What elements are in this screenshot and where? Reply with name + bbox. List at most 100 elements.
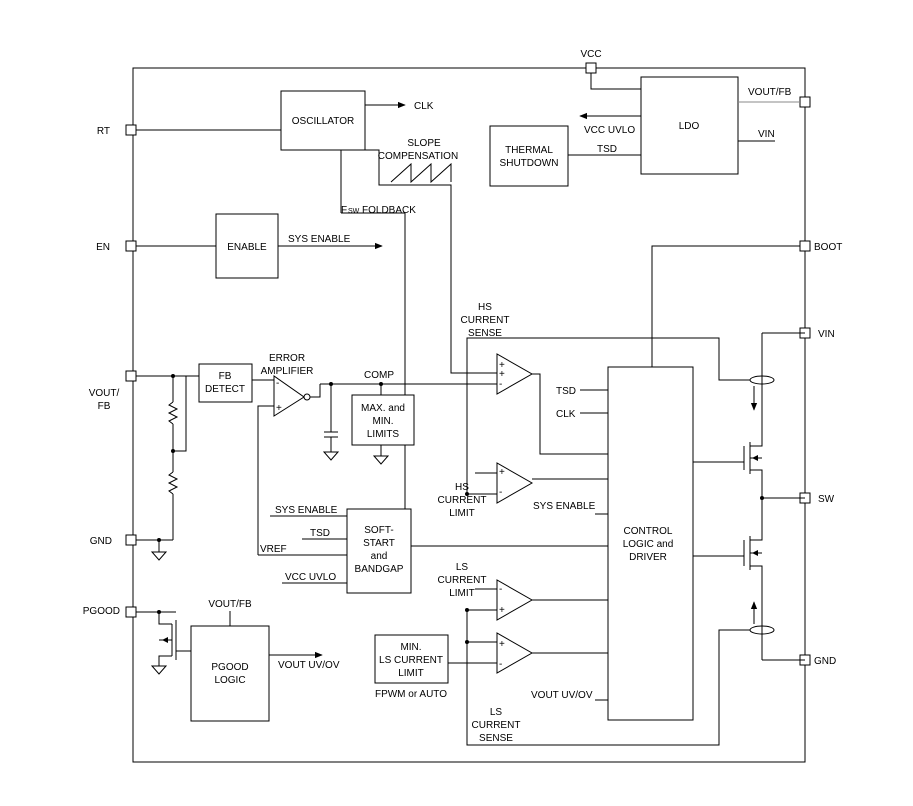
control-label-1: CONTROL: [624, 526, 673, 537]
error-amp-label-1: ERROR: [269, 353, 305, 364]
hs-limit-label-2: CURRENT: [438, 495, 487, 506]
control-label-3: DRIVER: [629, 552, 667, 563]
fb-detect-label-2: DETECT: [205, 384, 245, 395]
pin-gnd-right[interactable]: GND: [799, 654, 836, 667]
fsw-f: F: [341, 205, 347, 216]
ls-min-comparator: [496, 632, 534, 674]
fb-detect-block: [198, 363, 253, 403]
tsd-ctrl-label: TSD: [556, 386, 576, 397]
ls-sense-label-1: LS: [490, 707, 503, 718]
ground-icon: [150, 665, 168, 675]
ground-icon: [372, 455, 390, 465]
fsw-sub: SW: [348, 208, 360, 215]
control-logic-block: [607, 366, 694, 721]
vout-fb-pgood-label: VOUT/FB: [208, 599, 252, 610]
svg-text:+: +: [499, 360, 505, 371]
pin-vout-fb-label-1: VOUT/: [89, 388, 120, 399]
pin-gnd-left[interactable]: GND: [90, 534, 137, 547]
vout-uvov-out-label: VOUT UV/OV: [278, 660, 340, 671]
slope-label-2: COMPENSATION: [378, 151, 458, 162]
ground-icon: [322, 451, 340, 461]
ground-icon: [150, 551, 168, 561]
ls-limit-label-1: LS: [456, 562, 469, 573]
ss-label-1: SOFT-: [364, 525, 393, 536]
min-ls-label-3: LIMIT: [398, 668, 424, 679]
resistor-lower: [167, 471, 179, 495]
limits-label-1: MAX. and: [361, 403, 405, 414]
hs-sense-label-3: SENSE: [468, 328, 502, 339]
chip-outline: [132, 67, 806, 763]
hs-sense-label-1: HS: [478, 302, 492, 313]
min-ls-label-1: MIN.: [400, 642, 421, 653]
vref-label: VREF: [260, 544, 287, 555]
svg-text:-: -: [499, 379, 502, 390]
hs-limit-label-1: HS: [455, 482, 469, 493]
ls-limit-label-2: CURRENT: [438, 575, 487, 586]
pin-vcc[interactable]: VCC: [580, 49, 602, 74]
limits-label-3: LIMITS: [367, 429, 400, 440]
pin-gnd-left-label: GND: [90, 536, 112, 547]
sawtooth-icon: [390, 162, 452, 184]
sys-enable-top-label: SYS ENABLE: [288, 234, 351, 245]
hs-pwm-comparator: [496, 353, 534, 395]
fb-detect-label-1: FB: [219, 371, 232, 382]
fpwm-label: FPWM or AUTO: [375, 689, 447, 700]
pin-sw[interactable]: SW: [799, 492, 835, 505]
oscillator-block: [280, 90, 366, 151]
vcc-uvlo-ldo-label: VCC UVLO: [584, 125, 635, 136]
control-label-2: LOGIC and: [623, 539, 674, 550]
pin-pgood-label: PGOOD: [83, 606, 120, 617]
pin-vout-fb-right[interactable]: VOUT/FB: [748, 87, 811, 108]
pin-vout-fb[interactable]: VOUT/ FB: [89, 370, 137, 412]
pin-vout-fb-label-2: FB: [98, 401, 111, 412]
clk-out-label: CLK: [414, 101, 434, 112]
pin-vout-fb-right-label: VOUT/FB: [748, 87, 792, 98]
pgood-logic-label-2: LOGIC: [214, 675, 245, 686]
limits-label-2: MIN.: [372, 416, 393, 427]
thermal-label-1: THERMAL: [505, 145, 553, 156]
pin-boot[interactable]: BOOT: [799, 240, 842, 253]
pin-gnd-right-label: GND: [814, 656, 836, 667]
thermal-label-2: SHUTDOWN: [500, 158, 559, 169]
pin-pgood[interactable]: PGOOD: [83, 606, 137, 618]
svg-text:-: -: [276, 378, 279, 389]
pin-vcc-label: VCC: [580, 49, 601, 60]
ss-label-3: and: [371, 551, 388, 562]
svg-text:+: +: [276, 403, 282, 414]
pin-en[interactable]: EN: [96, 240, 137, 253]
svg-text:+: +: [499, 639, 505, 650]
hs-sense-label-2: CURRENT: [461, 315, 510, 326]
vout-uvov-ctrl-label: VOUT UV/OV: [531, 690, 593, 701]
enable-label: ENABLE: [227, 242, 267, 253]
pin-vin-label: VIN: [818, 329, 835, 340]
pin-rt-label: RT: [97, 126, 110, 137]
pin-en-label: EN: [96, 242, 110, 253]
pgood-logic-label-1: PGOOD: [211, 662, 248, 673]
hs-current-sense-icon: [749, 375, 775, 385]
svg-text:-: -: [499, 584, 502, 595]
vin-ldo-label: VIN: [758, 129, 775, 140]
clk-ctrl-label: CLK: [556, 409, 576, 420]
min-ls-limit-block: [374, 634, 449, 684]
ldo-label: LDO: [679, 121, 700, 132]
soft-start-block: [346, 508, 412, 594]
oscillator-label: OSCILLATOR: [292, 116, 354, 127]
pin-sw-label: SW: [818, 494, 835, 505]
error-amp-label-2: AMPLIFIER: [261, 366, 314, 377]
sys-enable-ss-label: SYS ENABLE: [275, 505, 338, 516]
comp-label: COMP: [364, 370, 394, 381]
svg-text:+: +: [499, 369, 505, 380]
error-amplifier: [273, 375, 305, 417]
hs-current-limit-comparator: [496, 462, 534, 504]
vcc-uvlo-ss-label: VCC UVLO: [285, 572, 336, 583]
pin-rt[interactable]: RT: [97, 124, 137, 137]
pin-vin[interactable]: VIN: [799, 327, 835, 340]
fsw-foldback-label: FOLDBACK: [362, 205, 416, 216]
svg-text:-: -: [499, 659, 502, 670]
pgood-logic-block: [190, 625, 270, 722]
ls-sense-label-3: SENSE: [479, 733, 513, 744]
resistor-upper: [167, 401, 179, 425]
ldo-block: [640, 76, 739, 175]
min-ls-label-2: LS CURRENT: [379, 655, 443, 666]
